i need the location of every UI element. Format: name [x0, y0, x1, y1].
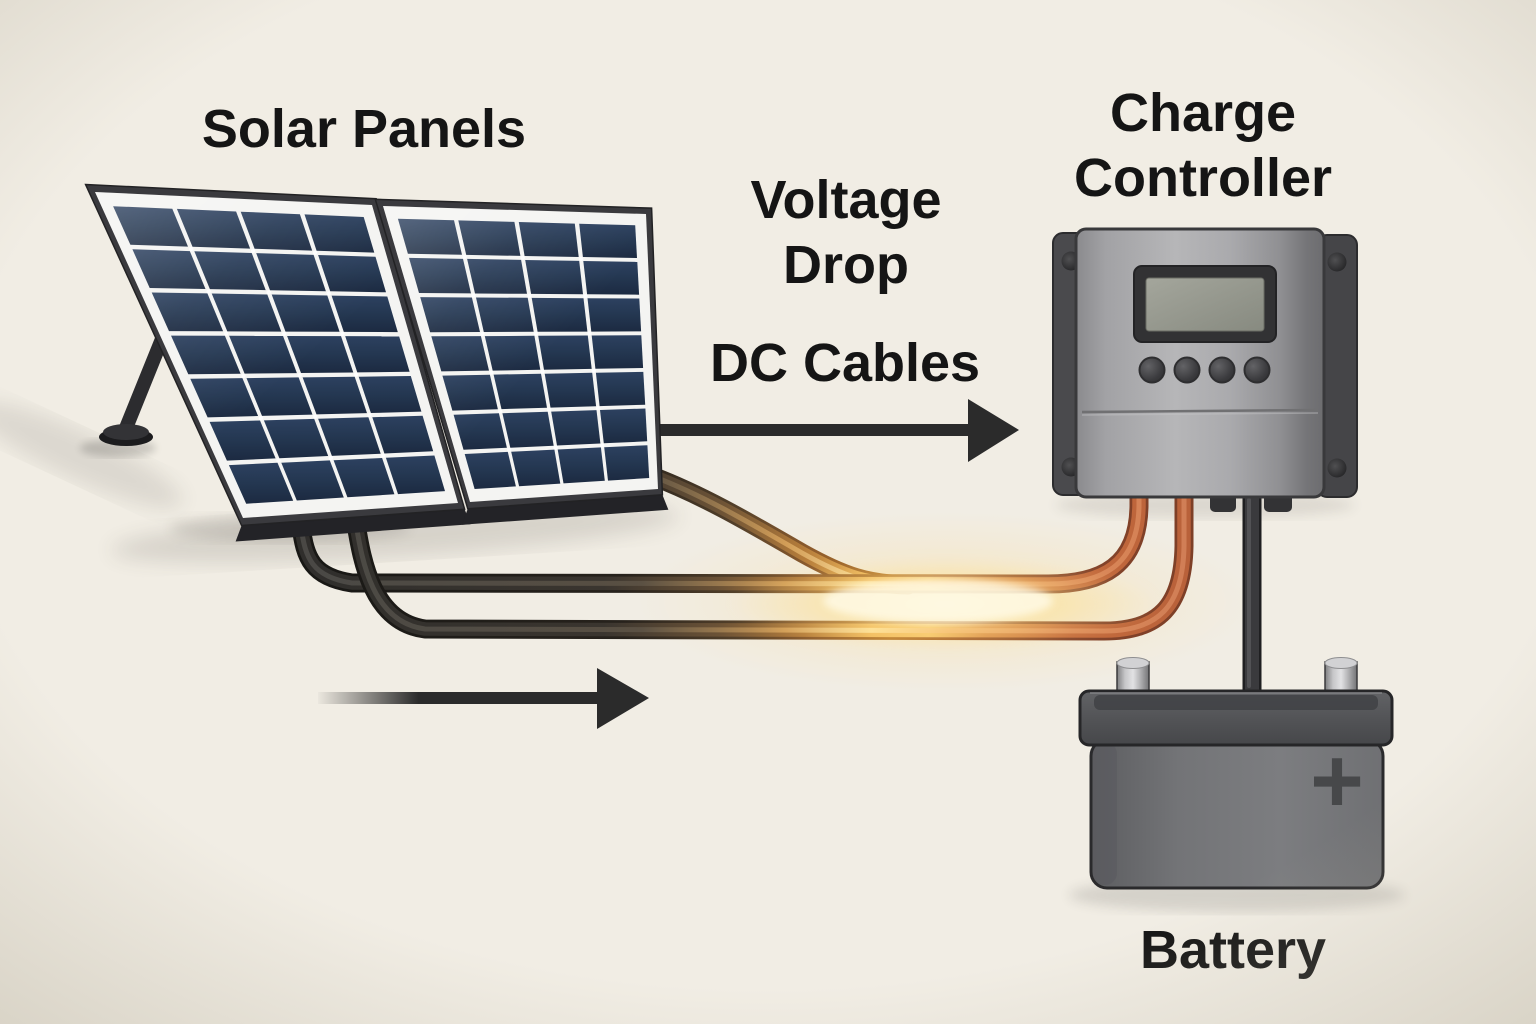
- controller-button: [1243, 356, 1271, 384]
- controller-battery-cable: [1242, 484, 1262, 700]
- controller-button: [1138, 356, 1166, 384]
- charge-controller: [1052, 227, 1358, 512]
- voltage-drop-glow: [730, 558, 1160, 650]
- screw-icon: [1327, 252, 1347, 272]
- label-battery: Battery: [1140, 920, 1326, 980]
- label-solar-panels: Solar Panels: [202, 99, 526, 159]
- label-dc-cables: DC Cables: [710, 333, 980, 393]
- controller-button: [1173, 356, 1201, 384]
- controller-lcd-screen: [1145, 277, 1265, 332]
- battery-plus-label: +: [1310, 730, 1364, 832]
- battery: +: [1078, 657, 1394, 890]
- screw-icon: [1327, 458, 1347, 478]
- controller-button: [1208, 356, 1236, 384]
